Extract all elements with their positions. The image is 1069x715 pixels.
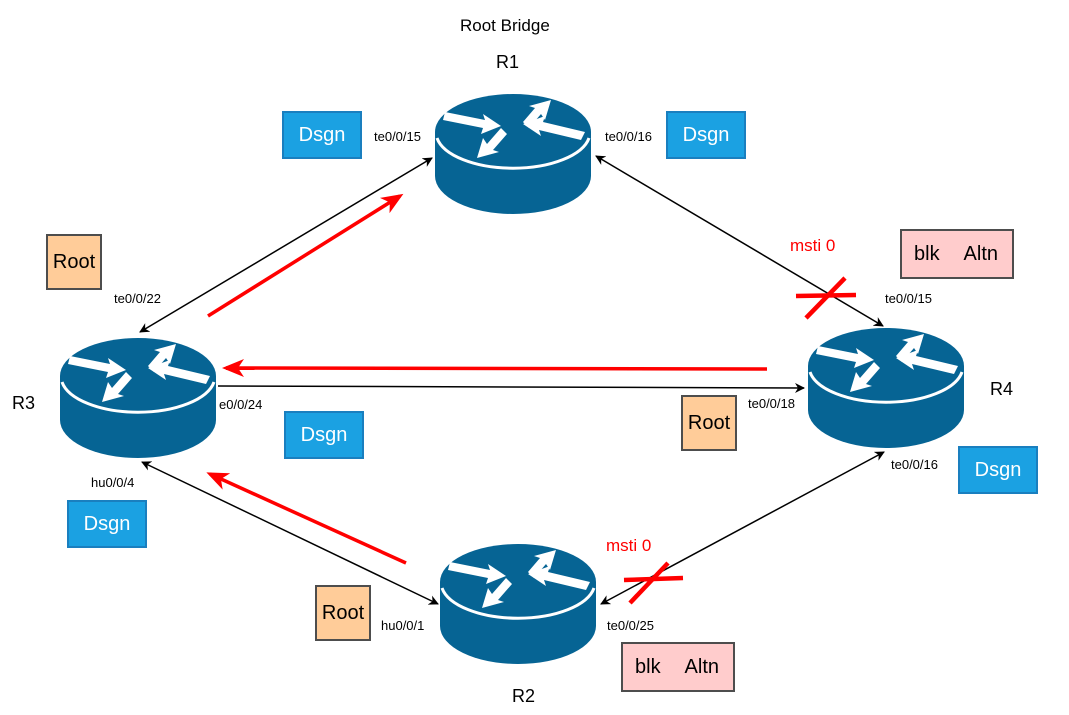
port-label-r3-e0-0-24: e0/0/24 <box>219 397 263 412</box>
blocked-x-mark-r1-r4 <box>795 276 857 320</box>
role-text: Dsgn <box>298 123 346 146</box>
role-text: Root <box>321 601 365 624</box>
router-icon-r4 <box>806 326 966 450</box>
role-badge-root-r4: Root <box>681 395 737 451</box>
role-text: Dsgn <box>974 458 1022 481</box>
router-label-r2: R2 <box>512 686 536 706</box>
link-r3-r2 <box>141 461 439 605</box>
role-badge-dsgn-r3-bottom: Dsgn <box>67 500 147 548</box>
role-text: Dsgn <box>83 512 131 535</box>
port-label-r3-hu0-0-4: hu0/0/4 <box>91 475 135 490</box>
bpdu-arrow-r2-to-r3 <box>206 472 407 565</box>
state-text: blk <box>635 655 661 678</box>
router-label-r1: R1 <box>496 52 520 72</box>
role-badge-dsgn-r3-right: Dsgn <box>284 411 364 459</box>
router-icon-r1 <box>433 92 593 216</box>
link-r1-r4 <box>595 155 884 327</box>
state-text: blk <box>914 242 940 265</box>
role-badge-blk-altn-r4: blk Altn <box>900 229 1014 279</box>
role-badge-root-r3: Root <box>46 234 102 290</box>
root-bridge-title: Root Bridge <box>460 16 550 35</box>
port-label-r4-te0-0-15: te0/0/15 <box>885 291 932 306</box>
link-r3-r1 <box>139 157 433 333</box>
role-text: Root <box>52 250 96 273</box>
role-badge-dsgn-r1-right: Dsgn <box>666 111 746 159</box>
router-label-r3: R3 <box>12 393 36 413</box>
bpdu-arrow-r4-to-r3 <box>222 359 768 378</box>
router-label-r4: R4 <box>990 379 1014 399</box>
role-text: Dsgn <box>300 423 348 446</box>
port-label-r3-te0-0-22: te0/0/22 <box>114 291 161 306</box>
port-label-r2-hu0-0-1: hu0/0/1 <box>381 618 425 633</box>
bpdu-arrow-r3-to-r1 <box>207 193 404 318</box>
port-label-r4-te0-0-18: te0/0/18 <box>748 396 795 411</box>
blocked-x-mark-r2-r4 <box>623 561 684 605</box>
port-label-r2-te0-0-25: te0/0/25 <box>607 618 654 633</box>
role-text: Altn <box>684 655 719 678</box>
link-r3-r4 <box>217 382 805 393</box>
role-badge-dsgn-r1-left: Dsgn <box>282 111 362 159</box>
role-badge-root-r2: Root <box>315 585 371 641</box>
router-icon-r2 <box>438 542 598 666</box>
role-badge-blk-altn-r2: blk Altn <box>621 642 735 692</box>
port-label-r1-te0-0-16: te0/0/16 <box>605 129 652 144</box>
role-text: Root <box>687 411 731 434</box>
role-badge-dsgn-r4-bottom: Dsgn <box>958 446 1038 494</box>
msti-label-r2-r4: msti 0 <box>606 536 652 555</box>
router-icon-r3 <box>58 336 218 460</box>
role-text: Dsgn <box>682 123 730 146</box>
role-text: Altn <box>963 242 998 265</box>
port-label-r4-te0-0-16: te0/0/16 <box>891 457 938 472</box>
msti-label-r1-r4: msti 0 <box>790 236 836 255</box>
port-label-r1-te0-0-15: te0/0/15 <box>374 129 421 144</box>
